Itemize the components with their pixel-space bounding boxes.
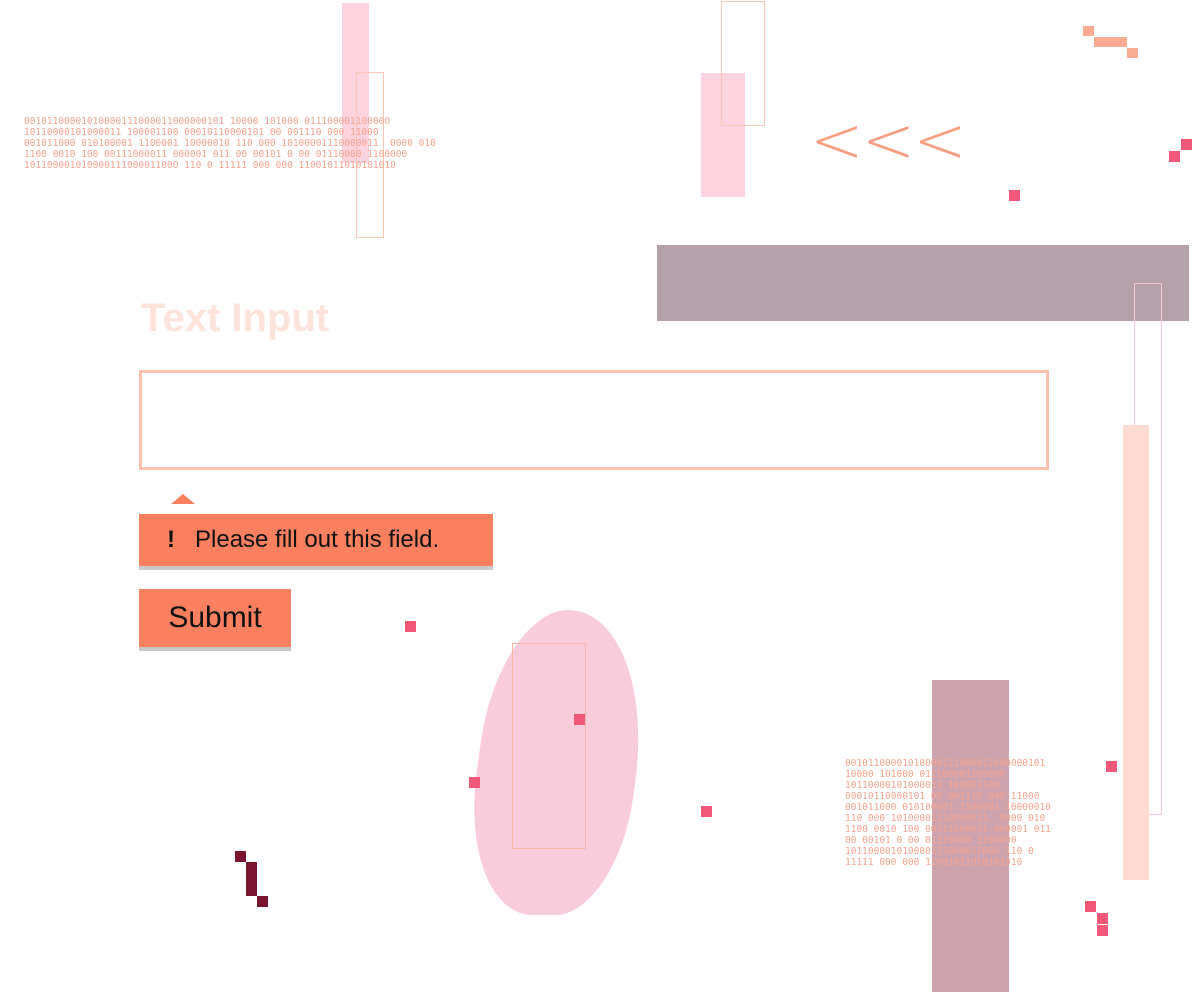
decor-square bbox=[469, 777, 480, 788]
decor-mauve-bar bbox=[932, 680, 1009, 992]
decor-square bbox=[1181, 139, 1192, 150]
decor-binary-text: 00101100001010000111000011000000101 1000… bbox=[24, 116, 436, 171]
decor-pink-bar bbox=[342, 3, 369, 163]
decor-binary-text: 00101100001010000111000011000000101 1000… bbox=[845, 758, 1051, 868]
decor-pink-bar bbox=[701, 73, 745, 197]
decor-peach-bar bbox=[1123, 425, 1149, 880]
decor-square bbox=[405, 621, 416, 632]
decor-outline-rect bbox=[721, 1, 765, 126]
submit-button[interactable]: Submit bbox=[139, 589, 291, 647]
decor-square bbox=[1106, 761, 1117, 772]
decor-pixels bbox=[1127, 48, 1138, 58]
decor-square bbox=[574, 714, 585, 725]
chevrons-icon: <<< bbox=[810, 104, 967, 178]
decor-mauve-bar bbox=[657, 245, 1189, 321]
decor-square bbox=[1097, 925, 1108, 936]
decor-pixels bbox=[257, 896, 268, 907]
decor-pixels bbox=[246, 862, 257, 896]
decor-square bbox=[1169, 151, 1180, 162]
decor-pixels bbox=[1083, 26, 1094, 36]
field-label: Text Input bbox=[141, 296, 330, 340]
exclamation-icon: ! bbox=[167, 526, 175, 553]
decor-square bbox=[1085, 901, 1096, 912]
decor-square bbox=[1097, 913, 1108, 924]
decor-pixels bbox=[1094, 37, 1127, 47]
validation-message: Please fill out this field. bbox=[195, 526, 440, 553]
decor-outline-rect bbox=[356, 72, 384, 238]
decor-square bbox=[1009, 190, 1020, 201]
decor-outline-rect bbox=[512, 643, 586, 849]
decor-pixels bbox=[235, 851, 246, 862]
text-input[interactable] bbox=[139, 370, 1049, 470]
decor-square bbox=[701, 806, 712, 817]
validation-tooltip: ! Please fill out this field. bbox=[139, 494, 493, 566]
